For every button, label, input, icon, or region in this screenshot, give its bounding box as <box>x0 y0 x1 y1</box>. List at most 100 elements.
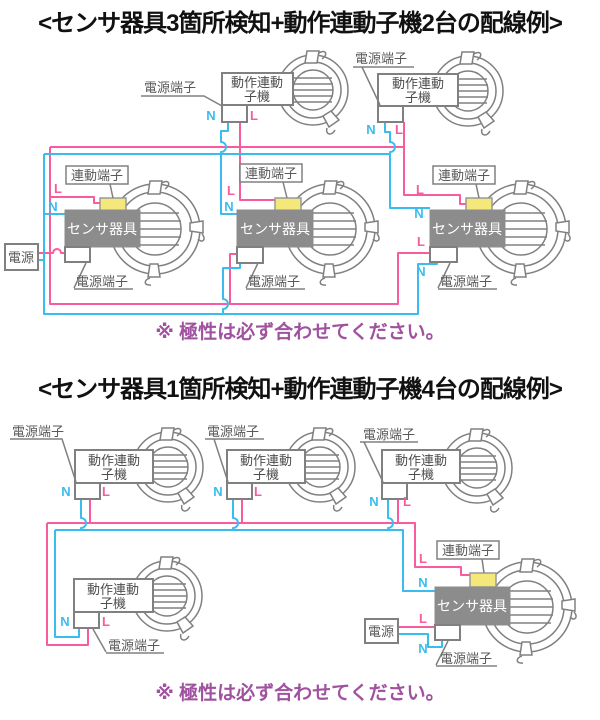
diagram2-title: <センサ器具1箇所検知+動作連動子機4台の配線例> <box>38 376 563 403</box>
slave2-label2: 子機 <box>253 467 279 482</box>
wire-live-slave2-drop <box>403 122 466 205</box>
slave2-label: 動作連動 <box>240 453 292 468</box>
slave-unit-1: 動作連動 子機 N L 電源端子 <box>141 72 294 123</box>
slave2-n-label: N <box>366 122 375 137</box>
power-source-2: 電源 <box>364 618 399 644</box>
slave4-power-terminal-callout: 電源端子 <box>108 638 160 653</box>
sensor3-l-top-label: L <box>416 182 424 197</box>
sensor1-l-label: L <box>54 181 62 196</box>
slave1-l-label: L <box>250 108 258 123</box>
slave1-power-terminal-callout: 電源端子 <box>12 424 64 439</box>
wire-live-sensor1-link-tap <box>50 196 100 204</box>
sensor3-label: センサ器具 <box>432 221 502 237</box>
slave-unit-1: 動作連動 子機 N L 電源端子 <box>10 424 154 500</box>
sensor-l-top-label: L <box>419 551 427 566</box>
slave2-power-terminal-callout: 電源端子 <box>207 424 259 439</box>
slave3-power-terminal-block <box>381 482 408 500</box>
diagram1-title: <センサ器具3箇所検知+動作連動子機2台の配線例> <box>38 10 563 37</box>
slave2-label: 動作連動 <box>392 76 444 91</box>
sensor3-link-terminal-callout: 連動端子 <box>438 168 490 183</box>
slave1-label2: 子機 <box>244 89 270 104</box>
sensor1-n-label: N <box>48 199 57 214</box>
sensor1-power-terminal-block <box>64 246 91 263</box>
sensor2-label: センサ器具 <box>240 221 310 237</box>
diagram2-wiring: 動作連動 子機 N L 電源端子 動作連動 子機 N L 電源端子 動作連動 子… <box>10 424 577 667</box>
wire-live-bus-to-sensor <box>47 522 470 576</box>
slave1-n-label: N <box>206 108 215 123</box>
slave3-label2: 子機 <box>408 467 434 482</box>
sensor2-link-terminal-block <box>274 197 302 212</box>
sensor2-power-terminal-callout: 電源端子 <box>248 274 300 289</box>
slave1-label2: 子機 <box>101 467 127 482</box>
slave2-power-terminal-block <box>377 105 404 123</box>
power-source-1-label: 電源 <box>8 250 34 265</box>
wires-neutral <box>54 499 443 648</box>
diagram1-wiring: 動作連動 子機 N L 電源端子 動作連動 子機 N L 電源端子 センサ器具 … <box>4 50 571 315</box>
diagram2-polarity-note: ※ 極性は必ず合わせてください。 <box>155 683 445 704</box>
wire-neutral-slave3-drop <box>387 499 394 530</box>
slave3-power-terminal-callout: 電源端子 <box>363 427 415 442</box>
sensor1-link-terminal-callout: 連動端子 <box>71 168 123 183</box>
wire-live-left-riser-slave4 <box>46 523 89 646</box>
slave2-l-label: L <box>395 122 403 137</box>
sensor-unit-1: センサ器具 連動端子 L N 電源端子 <box>48 165 141 290</box>
slave2-l-label: L <box>254 484 262 499</box>
sensor3-power-terminal-callout: 電源端子 <box>440 274 492 289</box>
sensor-power-terminal-callout: 電源端子 <box>440 651 492 666</box>
slave3-l-label: L <box>403 494 411 509</box>
slave1-n-label: N <box>61 484 70 499</box>
slave1-power-terminal-callout: 電源端子 <box>144 80 196 95</box>
slave2-power-terminal-callout: 電源端子 <box>355 51 407 66</box>
sensor-n-top-label: N <box>418 575 427 590</box>
slave2-label2: 子機 <box>405 90 431 105</box>
sensor3-l-bottom-label: L <box>417 234 425 249</box>
sensor3-n-bottom-label: N <box>416 264 425 279</box>
diagram1-polarity-note: ※ 極性は必ず合わせてください。 <box>155 322 445 343</box>
wire-neutral-slave1-drop <box>220 122 237 215</box>
sensor1-link-terminal-block <box>99 197 127 212</box>
slave1-label: 動作連動 <box>88 453 140 468</box>
slave4-label: 動作連動 <box>87 582 139 597</box>
power-source-2-label: 電源 <box>368 624 394 639</box>
slave2-n-label: N <box>213 484 222 499</box>
slave4-l-label: L <box>102 614 110 629</box>
wire-neutral-slave1-drop <box>80 499 87 530</box>
sensor1-power-terminal-callout: 電源端子 <box>76 274 128 289</box>
slave1-power-terminal-block <box>221 104 248 123</box>
slave-unit-3: 動作連動 子機 N L 電源端子 <box>360 427 461 509</box>
slave4-power-terminal-block <box>73 611 100 629</box>
wire-neutral-left-riser-slave4 <box>54 530 80 638</box>
slave2-power-terminal-block <box>226 482 253 500</box>
wire-live-sensor2-power-riser <box>229 253 237 304</box>
slave3-n-label: N <box>369 494 378 509</box>
slave1-power-terminal-block <box>74 482 101 500</box>
wire-neutral-bus-to-sensor <box>55 529 435 592</box>
sensor2-l-label: L <box>227 183 235 198</box>
sensor3-power-terminal-block <box>429 246 458 263</box>
slave-unit-2: 動作連動 子機 N L 電源端子 <box>205 424 306 500</box>
sensor-link-terminal-block <box>469 572 497 588</box>
wire-neutral-sensor2-power-drop <box>222 263 241 314</box>
slave3-label: 動作連動 <box>395 453 447 468</box>
wire-neutral-power-source <box>398 633 443 648</box>
wire-live-power-source <box>38 248 65 254</box>
sensor-unit-1: センサ器具 連動端子 L N L N 電源端子 <box>418 540 511 667</box>
slave-unit-2: 動作連動 子機 N L 電源端子 <box>353 51 459 137</box>
sensor-unit-3: センサ器具 連動端子 L N L N 電源端子 <box>414 165 506 290</box>
sensor-label: センサ器具 <box>437 598 507 614</box>
sensor-power-terminal-block <box>434 624 461 641</box>
sensor-unit-2: センサ器具 連動端子 L N 電源端子 <box>224 163 314 290</box>
wire-neutral-slave2-drop <box>232 499 239 530</box>
sensor2-n-label: N <box>224 199 233 214</box>
wire-neutral-slave2-drop <box>384 122 430 209</box>
slave1-label: 動作連動 <box>231 75 283 90</box>
sensor3-link-terminal-block <box>465 197 493 212</box>
wire-live-slave1-drop <box>239 122 275 201</box>
sensor-l-bottom-label: L <box>419 611 427 626</box>
sensor-link-terminal-callout: 連動端子 <box>442 543 494 558</box>
sensor1-label: センサ器具 <box>67 221 137 237</box>
power-source-1: 電源 <box>4 243 39 271</box>
sensor3-n-top-label: N <box>414 206 423 221</box>
sensor2-link-terminal-callout: 連動端子 <box>245 166 297 181</box>
wires-neutral <box>38 122 438 315</box>
